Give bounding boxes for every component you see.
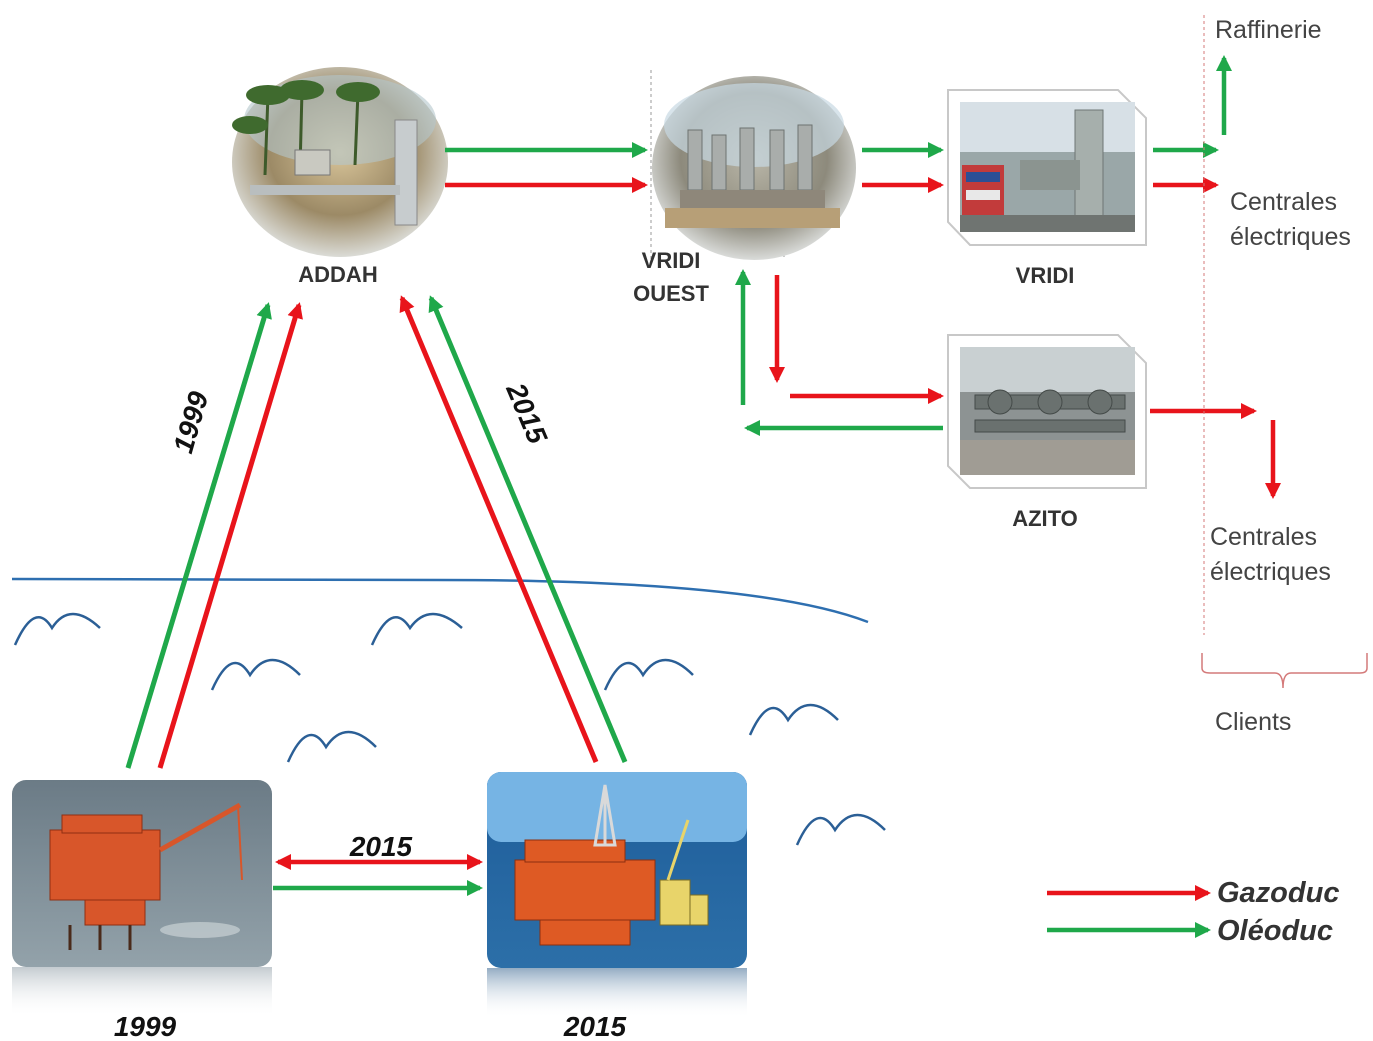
wave-mark — [603, 658, 694, 691]
inter-platform-pipes — [273, 854, 483, 896]
platform-year-right: 2015 — [563, 1011, 627, 1041]
azito-photo — [947, 334, 1147, 489]
client-power-top-line2: électriques — [1230, 223, 1351, 251]
wave-mark — [370, 612, 463, 646]
pipeline-year-left: 1999 — [167, 388, 214, 457]
pipes-vridi-to-clients — [1153, 55, 1232, 193]
node-label-addah: ADDAH — [298, 262, 377, 287]
node-label-vridi: VRIDI — [1016, 263, 1075, 288]
addah-photo — [232, 67, 448, 257]
oil-pipe-1999 — [125, 302, 272, 769]
clients-brace — [1201, 653, 1368, 689]
pipes-vridi-ouest-azito — [735, 269, 944, 436]
clients-separator — [1201, 15, 1368, 689]
sea-waves — [13, 612, 886, 846]
pipeline-1999 — [125, 302, 303, 769]
wave-mark — [748, 703, 839, 736]
vridi-photo — [947, 89, 1147, 246]
sea-surface — [11, 577, 869, 624]
platform-year-left: 1999 — [114, 1011, 177, 1041]
node-label-vridi-ouest-line2: OUEST — [633, 281, 709, 306]
wave-mark — [210, 658, 301, 691]
client-power-bottom-line2: électriques — [1210, 558, 1331, 586]
client-power-bottom-line1: Centrales — [1210, 523, 1317, 551]
pipes-addah-to-vridi-ouest — [445, 142, 648, 193]
oil-pipe-2015 — [428, 295, 628, 763]
wave-mark — [286, 730, 377, 763]
pipeline-2015 — [399, 295, 628, 763]
pipes-vridi-ouest-to-vridi — [862, 142, 944, 193]
client-power-top-line1: Centrales — [1230, 188, 1337, 216]
pipeline-year-right: 2015 — [500, 378, 553, 449]
pipeline-year-between-platforms: 2015 — [349, 831, 413, 862]
wave-mark — [795, 813, 886, 846]
vridi-ouest-photo — [650, 70, 856, 260]
legend-gas-label: Gazoduc — [1217, 877, 1339, 909]
clients-group-label: Clients — [1215, 708, 1291, 736]
legend: Gazoduc Oléoduc — [1047, 877, 1339, 947]
node-label-azito: AZITO — [1012, 506, 1078, 531]
client-refinery: Raffinerie — [1215, 16, 1322, 44]
platform-1999-photo — [12, 780, 272, 1017]
node-label-vridi-ouest-line1: VRIDI — [642, 248, 701, 273]
legend-oil-label: Oléoduc — [1217, 915, 1333, 947]
gas-pipe-1999 — [157, 302, 303, 769]
gas-pipe-2015 — [399, 295, 599, 763]
wave-mark — [13, 612, 101, 646]
platform-2015-photo — [487, 772, 747, 1018]
pipes-azito-to-clients — [1150, 403, 1281, 499]
